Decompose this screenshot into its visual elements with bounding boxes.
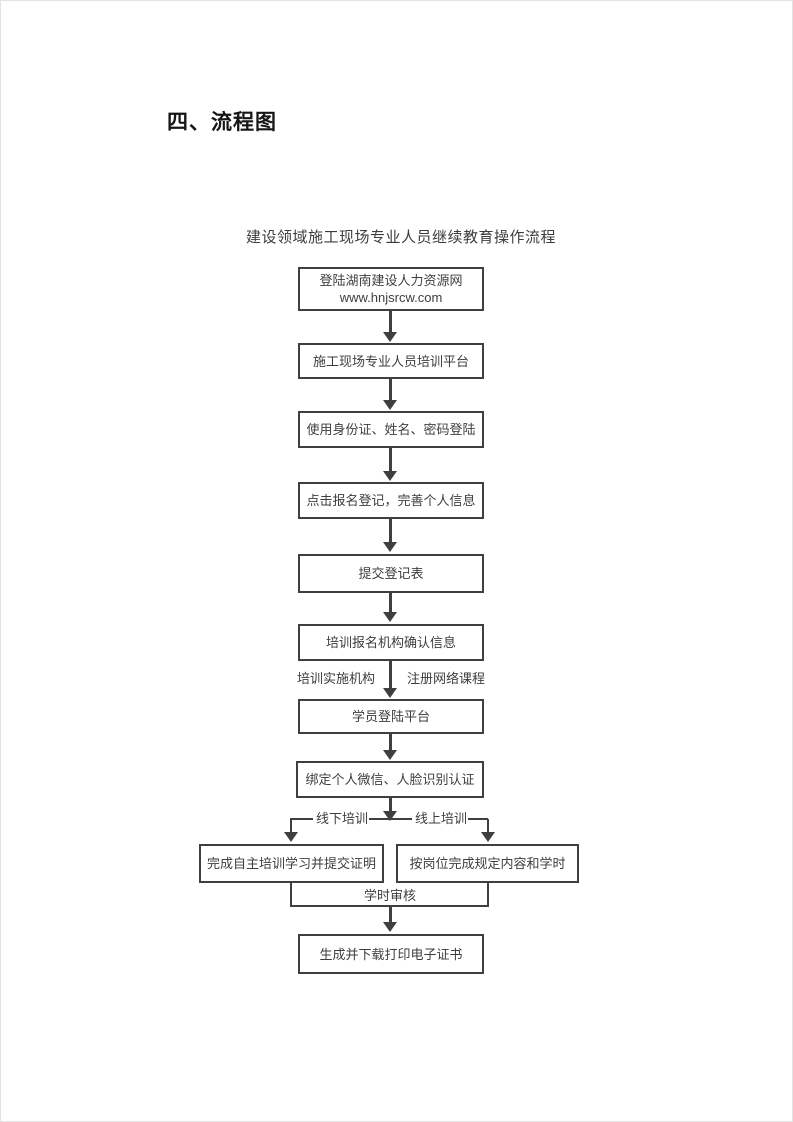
down-arrow-icon	[481, 832, 495, 842]
down-arrow-icon	[383, 612, 397, 622]
down-arrow-icon	[383, 471, 397, 481]
flow-node-offline-training: 完成自主培训学习并提交证明	[199, 844, 384, 883]
down-arrow-icon	[383, 400, 397, 410]
flow-node-bind-wechat: 绑定个人微信、人脸识别认证	[296, 761, 484, 798]
flow-node-portal-url: www.hnjsrcw.com	[339, 290, 443, 305]
flow-connector	[389, 519, 392, 542]
flow-connector	[389, 798, 392, 811]
edge-label-online: 线上培训	[412, 811, 468, 827]
down-arrow-icon	[383, 750, 397, 760]
flow-node-certificate: 生成并下载打印电子证书	[298, 934, 484, 974]
down-arrow-icon	[383, 922, 397, 932]
down-arrow-icon	[383, 811, 397, 821]
flow-connector	[290, 819, 292, 832]
flow-connector	[487, 819, 489, 832]
flow-connector	[389, 379, 392, 400]
flow-connector	[389, 906, 392, 922]
flow-node-id-login: 使用身份证、姓名、密码登陆	[298, 411, 484, 448]
down-arrow-icon	[383, 688, 397, 698]
flow-connector	[290, 883, 292, 907]
down-arrow-icon	[284, 832, 298, 842]
flow-connector	[389, 311, 392, 332]
flow-connector	[389, 448, 392, 471]
flow-node-registration: 点击报名登记，完善个人信息	[298, 482, 484, 519]
flow-connector	[389, 593, 392, 612]
down-arrow-icon	[383, 332, 397, 342]
flow-node-student-login: 学员登陆平台	[298, 699, 484, 734]
edge-label-offline: 线下培训	[313, 811, 369, 827]
section-heading: 四、流程图	[167, 111, 277, 134]
flow-connector	[487, 883, 489, 907]
branch-split-line	[290, 818, 488, 820]
edge-label-hours-audit: 学时审核	[363, 888, 416, 903]
flow-node-org-confirm: 培训报名机构确认信息	[298, 624, 484, 661]
flow-node-portal-line1: 登陆湖南建设人力资源网	[319, 273, 463, 288]
edge-label-training-org: 培训实施机构	[296, 671, 375, 686]
down-arrow-icon	[383, 542, 397, 552]
flow-node-portal: 登陆湖南建设人力资源网 www.hnjsrcw.com	[298, 267, 484, 311]
flow-connector	[389, 734, 392, 750]
flow-node-training-platform: 施工现场专业人员培训平台	[298, 343, 484, 379]
flow-connector	[389, 661, 392, 688]
flow-node-online-training: 按岗位完成规定内容和学时	[396, 844, 579, 883]
edge-label-register-course: 注册网络课程	[406, 671, 485, 686]
flowchart-title: 建设领域施工现场专业人员继续教育操作流程	[245, 229, 556, 246]
flow-node-submit-form: 提交登记表	[298, 554, 484, 593]
